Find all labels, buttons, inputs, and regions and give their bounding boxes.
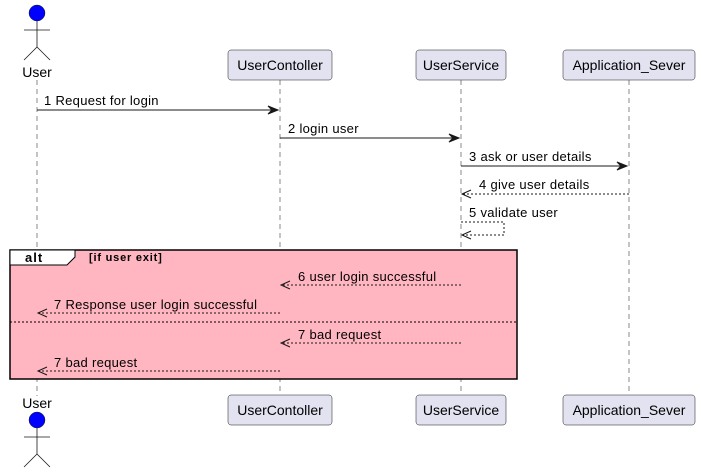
message-text: Response user login successful (65, 297, 257, 312)
message-line (461, 221, 505, 236)
message-label: 7 bad request (54, 355, 138, 370)
fragment-box (9, 249, 518, 380)
arrowhead (616, 161, 629, 171)
actor-user-top: User (22, 4, 52, 80)
fragment-guard: [if user exit] (89, 252, 163, 264)
fragment-operator: alt (25, 250, 43, 265)
participant-box (415, 394, 507, 426)
message-text: ask or user details (480, 149, 591, 164)
participant-label-controller-top: UserContoller (237, 57, 323, 73)
participant-label-server-bottom: Application_Sever (573, 402, 686, 418)
participant-box (227, 394, 333, 426)
arrowhead (279, 338, 291, 348)
message-4: 4 give user details (460, 177, 629, 199)
participant-label-controller-bottom: UserContoller (237, 402, 323, 418)
actor-leg-left (23, 46, 38, 61)
message-text: give user details (490, 177, 589, 192)
participant-label-server-top: Application_Sever (573, 57, 686, 73)
arrowhead (460, 189, 472, 199)
message-text: user login successful (309, 269, 436, 284)
participant-service-bottom: UserService (415, 394, 507, 426)
arrowhead (279, 280, 291, 290)
message-number: 2 (288, 121, 296, 136)
actor-head (28, 4, 46, 22)
participant-box (562, 394, 696, 426)
message-number: 4 (479, 177, 487, 192)
participant-controller-top: UserContoller (227, 49, 333, 81)
message-7-success: 7 Response user login successful (36, 297, 280, 318)
actor-leg-right (36, 453, 51, 468)
message-number: 6 (298, 269, 306, 284)
message-5: 5 validate user (460, 205, 558, 240)
participant-server-bottom: Application_Sever (562, 394, 696, 426)
message-label: 4 give user details (479, 177, 590, 192)
message-7-bad-request-controller: 7 bad request (36, 355, 280, 376)
message-text: validate user (480, 205, 558, 220)
actor-label-user-bottom: User (22, 395, 52, 411)
message-label: 1 Request for login (44, 93, 159, 108)
arrowhead (448, 133, 461, 143)
participant-label-service-bottom: UserService (423, 402, 499, 418)
arrowhead (36, 366, 48, 376)
message-label: 7 bad request (298, 327, 382, 342)
message-label: 7 Response user login successful (54, 297, 257, 312)
participant-box (415, 49, 507, 81)
message-label: 6 user login successful (298, 269, 436, 284)
actor-label-user-top: User (22, 64, 52, 80)
message-text: Request for login (55, 93, 158, 108)
message-6: 6 user login successful (279, 269, 461, 290)
actor-leg-right (36, 46, 51, 61)
participant-box (227, 49, 333, 81)
participant-controller-bottom: UserContoller (227, 394, 333, 426)
message-label: 5 validate user (469, 205, 558, 220)
arrowhead (460, 230, 472, 240)
participant-label-service-top: UserService (423, 57, 499, 73)
message-number: 7 (54, 297, 62, 312)
message-1: 1 Request for login (37, 93, 280, 115)
message-7-bad-request-service: 7 bad request (279, 327, 461, 348)
actor-leg-left (23, 453, 38, 468)
message-text: login user (299, 121, 359, 136)
participant-service-top: UserService (415, 49, 507, 81)
message-label: 2 login user (288, 121, 359, 136)
message-2: 2 login user (280, 121, 461, 143)
message-3: 3 ask or user details (461, 149, 629, 171)
message-number: 7 (298, 327, 306, 342)
message-label: 3 ask or user details (469, 149, 592, 164)
message-text: bad request (65, 355, 137, 370)
message-text: bad request (309, 327, 381, 342)
message-number: 7 (54, 355, 62, 370)
actor-user-bottom: User (22, 395, 52, 468)
actor-head (28, 411, 46, 429)
message-number: 5 (469, 205, 477, 220)
participant-server-top: Application_Sever (562, 49, 696, 81)
participant-box (562, 49, 696, 81)
message-number: 1 (44, 93, 52, 108)
alt-fragment: alt [if user exit] (9, 249, 518, 380)
fragment-tab (9, 249, 76, 266)
arrowhead (267, 105, 280, 115)
arrowhead (36, 308, 48, 318)
message-number: 3 (469, 149, 477, 164)
